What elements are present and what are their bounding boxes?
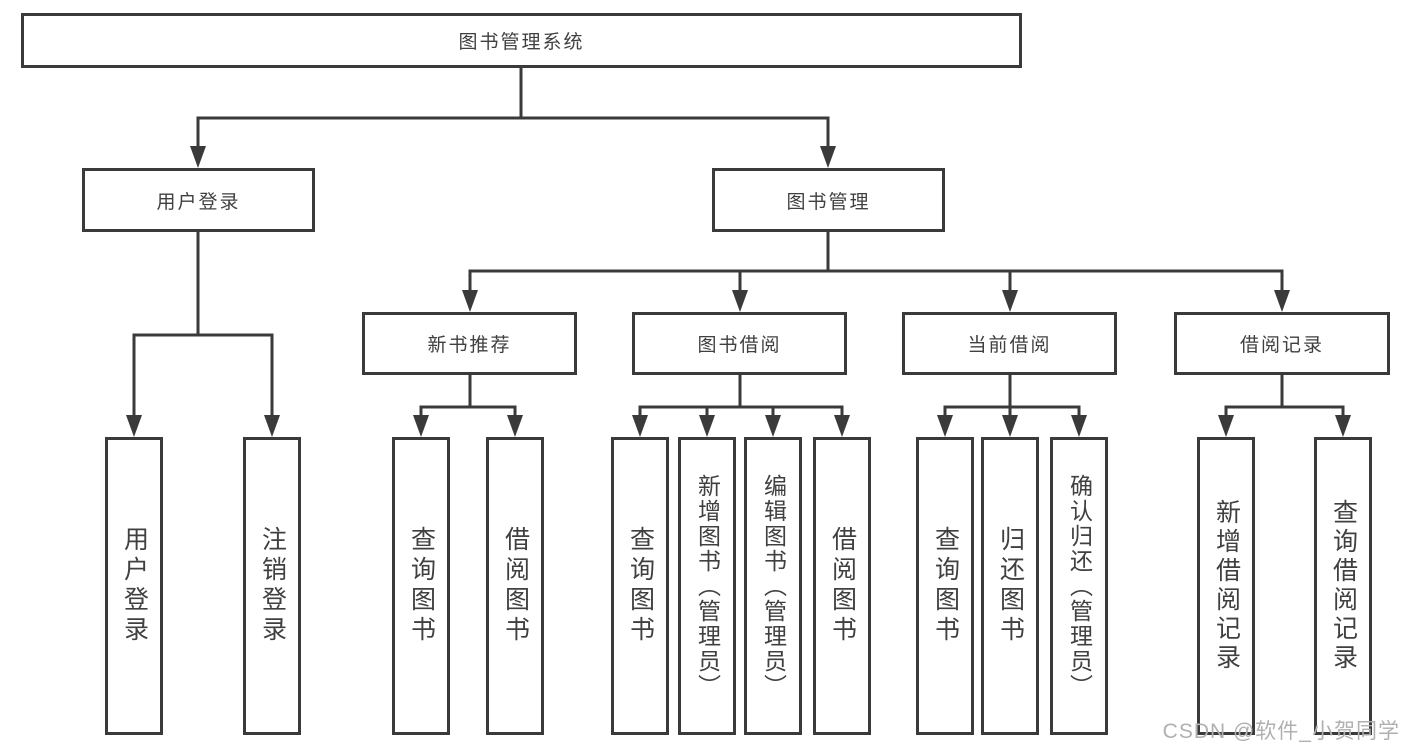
leaf-user-login: 用户登录 [105,437,163,735]
leaf-user-login-label: 用户登录 [120,526,149,646]
node-new-book-recommend-label: 新书推荐 [427,335,512,356]
node-borrow-record: 借阅记录 [1174,312,1390,375]
leaf-borrow-books-2: 借阅图书 [813,437,871,735]
leaf-query-books-2: 查询图书 [611,437,669,735]
leaf-add-books-admin-label: 新增图书（管理员） [694,473,721,699]
leaf-query-books-2-label: 查询图书 [626,526,655,646]
leaf-add-books-admin: 新增图书（管理员） [678,437,736,735]
leaf-query-books-3: 查询图书 [916,437,974,735]
leaf-query-books-1: 查询图书 [392,437,450,735]
leaf-query-books-1-label: 查询图书 [407,526,436,646]
node-book-management-label: 图书管理 [786,191,871,213]
leaf-edit-books-admin: 编辑图书（管理员） [744,437,802,735]
csdn-watermark: CSDN @软件_小贺同学 [1162,720,1400,743]
leaf-confirm-return-admin-label: 确认归还（管理员） [1066,473,1093,699]
node-root: 图书管理系统 [21,13,1022,68]
leaf-query-borrow-record-label: 查询借阅记录 [1329,499,1358,673]
node-book-borrow-label: 图书借阅 [697,335,782,356]
leaf-borrow-books-2-label: 借阅图书 [828,526,857,646]
node-book-borrow: 图书借阅 [632,312,847,375]
leaf-return-books-label: 归还图书 [996,526,1025,646]
node-borrow-record-label: 借阅记录 [1239,335,1324,356]
node-book-management: 图书管理 [712,168,945,232]
leaf-logout: 注销登录 [243,437,301,735]
node-root-label: 图书管理系统 [458,32,585,53]
leaf-borrow-books-1-label: 借阅图书 [501,526,530,646]
leaf-confirm-return-admin: 确认归还（管理员） [1050,437,1108,735]
arrowheads [126,146,1351,437]
leaf-add-borrow-record-label: 新增借阅记录 [1212,499,1241,673]
node-new-book-recommend: 新书推荐 [362,312,577,375]
leaf-borrow-books-1: 借阅图书 [486,437,544,735]
node-user-login-label: 用户登录 [156,191,241,213]
leaf-add-borrow-record: 新增借阅记录 [1197,437,1255,735]
leaf-logout-label: 注销登录 [258,526,287,646]
node-user-login: 用户登录 [82,168,315,232]
leaf-return-books: 归还图书 [981,437,1039,735]
node-current-borrow: 当前借阅 [902,312,1117,375]
leaf-edit-books-admin-label: 编辑图书（管理员） [760,473,787,699]
leaf-query-books-3-label: 查询图书 [931,526,960,646]
leaf-query-borrow-record: 查询借阅记录 [1314,437,1372,735]
node-current-borrow-label: 当前借阅 [967,335,1052,356]
